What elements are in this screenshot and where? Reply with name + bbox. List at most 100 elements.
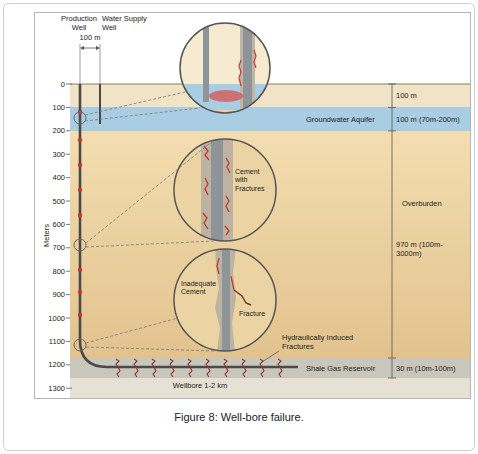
- topsoil-layer: [70, 84, 470, 107]
- leak-dots: [78, 110, 82, 317]
- depth-label: 1200: [42, 360, 65, 369]
- magnified-cement: [252, 22, 255, 114]
- axis-title: Meters: [42, 216, 51, 256]
- dimension-label: Wellbore 1-2 km: [150, 381, 250, 390]
- figure-frame: [35, 13, 471, 399]
- text-slot: Groundwater Aquifer: [306, 115, 390, 124]
- depth-label: 100: [42, 103, 65, 112]
- zoom-marker: [74, 339, 86, 351]
- fracture-line: [116, 359, 120, 377]
- depth-label: 0: [42, 80, 65, 89]
- layer-name: Groundwater Aquifer: [306, 115, 390, 124]
- magnified-overburden: [179, 110, 271, 116]
- text-slot: Fracture: [239, 310, 273, 318]
- leak-dot: [78, 163, 82, 167]
- label-slot: 1200: [42, 360, 65, 369]
- text-slot: Shale Gas Reservoir: [306, 364, 390, 373]
- label-slot: 100 m: [72, 33, 108, 42]
- magnified-circle: Inadequate CementFracture: [173, 248, 277, 352]
- production-well: [80, 84, 298, 367]
- cement-fracture: [203, 146, 230, 235]
- depth-label: 300: [42, 150, 65, 159]
- aquifer-magnifier: [179, 22, 271, 116]
- label-slot: 100 m: [396, 91, 466, 100]
- label-slot: Meters: [26, 231, 66, 240]
- depth-label: 700: [42, 243, 65, 252]
- label-slot: 100: [42, 103, 65, 112]
- gas-leak: [217, 258, 234, 290]
- well-label: Production Well: [56, 14, 102, 32]
- label-slot: Hydraulically Induced Fractures: [282, 333, 378, 351]
- label-slot: 300: [42, 150, 65, 159]
- leader-line: [262, 351, 279, 362]
- zoom-caption: Fracture: [239, 310, 273, 318]
- fracture-line: [260, 359, 264, 377]
- depth-label: 500: [42, 197, 65, 206]
- label-slot: Production Well: [56, 14, 102, 32]
- magnified-inadequate-cement-view: [173, 248, 277, 352]
- depth-label: 1300: [42, 384, 65, 393]
- label-slot: 970 m (100m-3000m): [396, 240, 468, 258]
- dimension-label: 100 m: [72, 33, 108, 42]
- depth-label: 1100: [42, 337, 65, 346]
- label-slot: 600: [42, 220, 65, 229]
- fracture-line: [170, 359, 174, 377]
- fracture-line: [224, 359, 228, 377]
- label-slot: 0: [42, 80, 65, 89]
- arrowhead: [80, 46, 100, 50]
- dimension-line: [83, 48, 97, 49]
- circle-outline: [174, 249, 276, 351]
- casing: [211, 138, 223, 242]
- fracture-line: [152, 359, 156, 377]
- label-slot: 100 m (70m-200m): [396, 115, 468, 124]
- label-slot: 900: [42, 290, 65, 299]
- well-spacing-dimension: [80, 44, 100, 84]
- leak-dot: [78, 188, 82, 192]
- cement: [223, 138, 233, 242]
- label-slot: 200: [42, 126, 65, 135]
- magnifier-outline: [180, 23, 270, 113]
- leak-dot: [78, 213, 82, 217]
- label-slot: 400: [42, 173, 65, 182]
- fracture-line: [134, 359, 138, 377]
- well-label: Water Supply Well: [102, 14, 150, 32]
- fracture-crack: [234, 290, 251, 305]
- leak-dot: [78, 290, 82, 294]
- depth-label: 800: [42, 267, 65, 276]
- label-slot: Water Supply Well: [102, 14, 150, 32]
- gas-plume: [209, 90, 243, 102]
- magnified-casing: [243, 22, 252, 114]
- casing: [222, 248, 230, 352]
- dimension-label: 100 m: [396, 91, 466, 100]
- depth-label: 400: [42, 173, 65, 182]
- fracture-line: [242, 359, 246, 377]
- zoom-caption: Cement with Fractures: [235, 168, 273, 193]
- fracture-line: [188, 359, 192, 377]
- leak-dot: [78, 138, 82, 142]
- water-supply-well: [99, 84, 101, 124]
- dimension-label: 100 m (70m-200m): [396, 115, 468, 124]
- label-slot: 700: [42, 243, 65, 252]
- dimension-label: 970 m (100m-3000m): [396, 240, 468, 258]
- magnified-circle: Cement with Fractures: [173, 138, 277, 242]
- depth-label: 1000: [42, 314, 65, 323]
- depth-label: 200: [42, 126, 65, 135]
- leak-dot: [78, 268, 82, 272]
- text-slot: Inadequate Cement: [181, 280, 215, 297]
- label-slot: 1100: [42, 337, 65, 346]
- leak-path: [239, 50, 256, 86]
- extension-line: [80, 44, 100, 84]
- callout-label: Hydraulically Induced Fractures: [282, 333, 378, 351]
- layer-name: Overburden: [402, 199, 468, 208]
- dimension-label: 30 m (10m-100m): [396, 364, 468, 373]
- rock: [173, 138, 277, 242]
- depth-label: 900: [42, 290, 65, 299]
- depth-label: 600: [42, 220, 65, 229]
- zoom-leader: [85, 92, 215, 351]
- label-slot: 800: [42, 267, 65, 276]
- label-slot: 1000: [42, 314, 65, 323]
- magnified-aquifer: [179, 84, 271, 110]
